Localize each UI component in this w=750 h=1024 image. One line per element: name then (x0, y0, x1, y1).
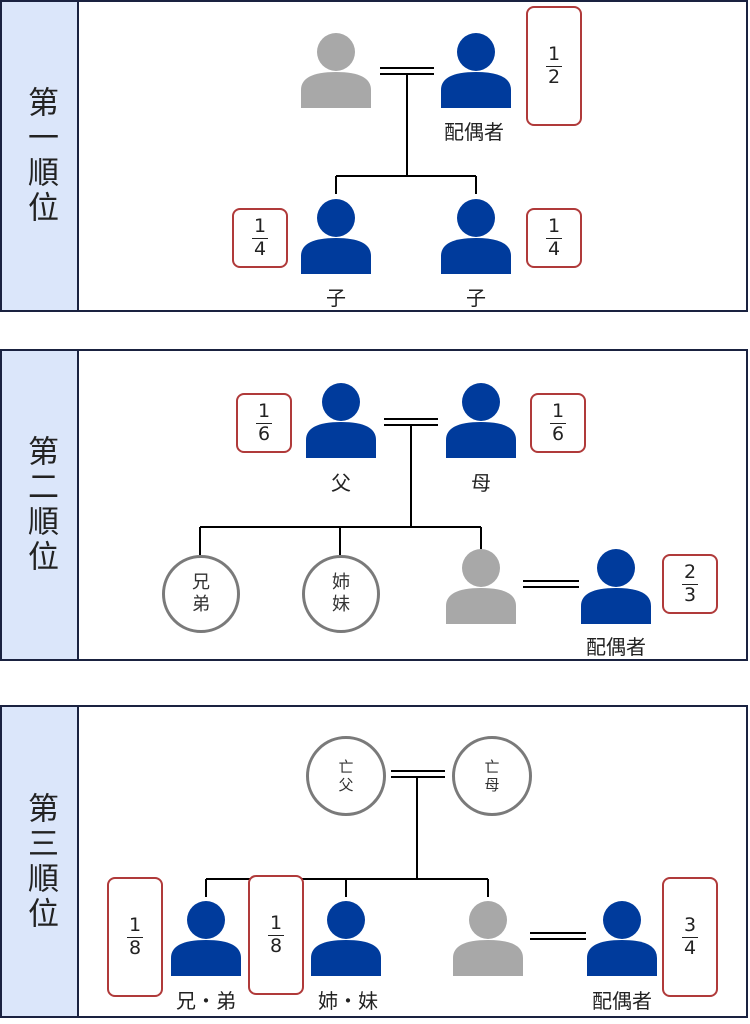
share-numerator: 1 (269, 911, 283, 934)
spouse-person-icon (441, 33, 511, 108)
rank-label-first: 第一順位 (22, 86, 58, 226)
share-numerator: 1 (128, 913, 142, 936)
share-numerator: 1 (547, 42, 561, 65)
father-person-icon (306, 383, 376, 458)
share-numerator: 1 (257, 399, 271, 422)
circle-text-line2: 母 (484, 776, 500, 794)
fraction-bar (682, 936, 698, 938)
child-label: 子 (326, 286, 346, 310)
child-person-icon (301, 199, 371, 274)
circle-text-line1: 姉 (332, 572, 350, 594)
family-tree-first (301, 33, 511, 274)
sibling-circle: 姉 妹 (302, 555, 380, 633)
circle-text-line2: 妹 (332, 594, 350, 615)
late-mother-circle: 亡 母 (452, 736, 532, 816)
rank-label-second: 第二順位 (22, 435, 58, 575)
circle-text-line1: 兄 (192, 572, 210, 594)
circle-text-line1: 亡 (338, 758, 354, 776)
fraction-bar (546, 237, 562, 239)
deceased-person-icon (446, 549, 516, 624)
share-numerator: 1 (547, 214, 561, 237)
share-denominator: 6 (551, 422, 565, 445)
share-denominator: 2 (547, 65, 561, 88)
deceased-person-icon (301, 33, 371, 108)
panel-third-rank: 第三順位 亡 父 (0, 705, 748, 1018)
share-denominator: 8 (269, 934, 283, 957)
sibling-circle: 兄 弟 (162, 555, 240, 633)
share-denominator: 6 (257, 422, 271, 445)
fraction-bar (127, 936, 143, 938)
side-bar-first: 第一順位 (2, 2, 79, 310)
share-denominator: 4 (253, 237, 267, 260)
family-lines (199, 418, 579, 588)
circle-text-line1: 亡 (484, 758, 500, 776)
brother-label: 兄・弟 (176, 989, 236, 1013)
share-numerator: 2 (683, 560, 697, 583)
child-person-icon (441, 199, 511, 274)
fraction-bar (268, 934, 284, 936)
side-bar-second: 第二順位 (2, 351, 79, 659)
share-numerator: 1 (551, 399, 565, 422)
late-father-circle: 亡 父 (306, 736, 386, 816)
panel-second-rank: 第二順位 父 母 配偶者 (0, 349, 748, 661)
fraction-bar (550, 422, 566, 424)
fraction-bar (256, 422, 272, 424)
rank-label-third: 第三順位 (22, 791, 58, 932)
share-denominator: 3 (683, 583, 697, 606)
spouse-label: 配偶者 (592, 989, 652, 1013)
share-numerator: 3 (683, 913, 697, 936)
child-label: 子 (466, 286, 486, 310)
father-label: 父 (331, 471, 351, 495)
family-tree-third (171, 770, 657, 976)
brother-person-icon (171, 901, 241, 976)
marriage-line (335, 67, 477, 194)
mother-label: 母 (471, 471, 491, 495)
spouse-label: 配偶者 (586, 635, 646, 659)
share-numerator: 1 (253, 214, 267, 237)
fraction-bar (546, 65, 562, 67)
deceased-person-icon (453, 901, 523, 976)
sister-label: 姉・妹 (318, 989, 378, 1013)
fraction-bar (682, 583, 698, 585)
fraction-bar (252, 237, 268, 239)
share-denominator: 4 (683, 936, 697, 959)
sister-person-icon (311, 901, 381, 976)
mother-person-icon (446, 383, 516, 458)
side-bar-third: 第三順位 (2, 707, 79, 1016)
spouse-label: 配偶者 (444, 120, 504, 144)
spouse-person-icon (587, 901, 657, 976)
share-denominator: 4 (547, 237, 561, 260)
circle-text-line2: 父 (338, 776, 354, 794)
family-tree-second (199, 383, 651, 624)
share-denominator: 8 (128, 936, 142, 959)
circle-text-line2: 弟 (192, 594, 210, 615)
spouse-person-icon (581, 549, 651, 624)
